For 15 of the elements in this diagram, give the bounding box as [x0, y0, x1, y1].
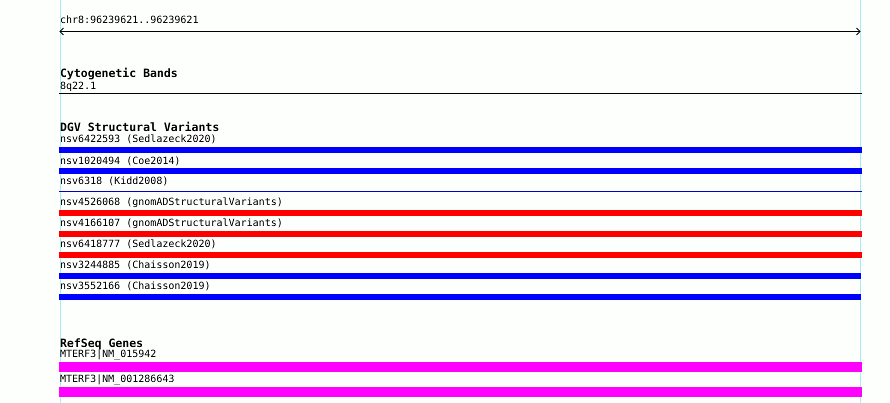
track-title: DGV Structural Variants — [60, 121, 220, 133]
feature-label: nsv4166107 (gnomADStructuralVariants) — [60, 219, 283, 229]
feature-label: nsv6418777 (Sedlazeck2020) — [60, 240, 217, 250]
feature-label: nsv3244885 (Chaisson2019) — [60, 261, 211, 271]
feature-label: 8q22.1 — [60, 82, 96, 92]
feature-label: MTERF3|NM_015942 — [60, 350, 156, 360]
track-title: Cytogenetic Bands — [60, 67, 178, 79]
feature-label: nsv3552166 (Chaisson2019) — [60, 282, 211, 292]
feature-label: nsv6422593 (Sedlazeck2020) — [60, 134, 217, 144]
location-label: chr8:96239621..96239621 — [60, 16, 198, 26]
feature-label: nsv6318 (Kidd2008) — [60, 176, 168, 186]
feature-label: nsv1020494 (Coe2014) — [60, 156, 180, 166]
feature-label: nsv4526068 (gnomADStructuralVariants) — [60, 198, 283, 208]
feature-label: MTERF3|NM_001286643 — [60, 375, 174, 385]
track-title: RefSeq Genes — [60, 336, 144, 348]
